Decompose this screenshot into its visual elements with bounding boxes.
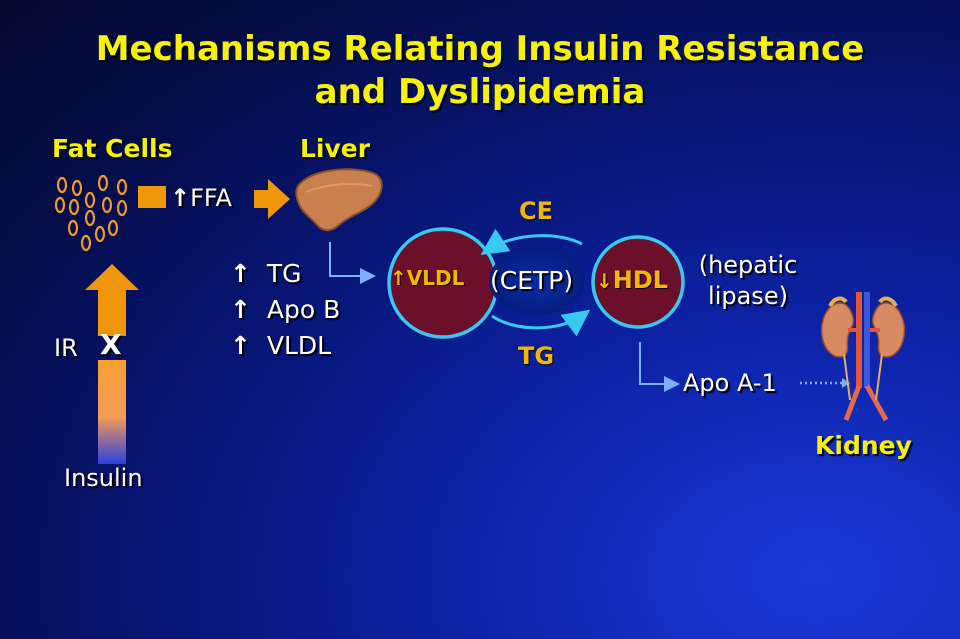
ffa-block bbox=[138, 186, 166, 208]
blocked-x-mark: X bbox=[100, 328, 122, 361]
liver-outputs-list: ↑ TG ↑ Apo B ↑ VLDL bbox=[230, 256, 340, 364]
up-arrow-icon: ↑ bbox=[230, 295, 251, 324]
cetp-ellipse bbox=[489, 247, 585, 315]
tg-arrow bbox=[491, 309, 591, 337]
list-item: ↑ Apo B bbox=[230, 295, 341, 324]
hdl-label: ↓HDL bbox=[596, 266, 669, 294]
cetp-label: (CETP) bbox=[490, 266, 574, 295]
up-arrow-icon: ↑ bbox=[390, 266, 407, 290]
hdl-to-apoa1-arrow bbox=[639, 342, 680, 392]
liver-to-vldl-arrow bbox=[329, 242, 376, 284]
hdl-particle bbox=[591, 235, 685, 329]
vldl-label: ↑VLDL bbox=[390, 266, 465, 290]
title-line-2: and Dyslipidemia bbox=[314, 72, 646, 112]
insulin-label: Insulin bbox=[64, 464, 143, 492]
up-arrow-icon: ↑ bbox=[230, 331, 251, 360]
down-arrow-icon: ↓ bbox=[596, 269, 613, 293]
tg-label: TG bbox=[518, 342, 555, 370]
liver-shape bbox=[295, 168, 383, 232]
list-item: ↑ TG bbox=[230, 259, 302, 288]
ce-arrow bbox=[480, 228, 583, 255]
apo-a1-label: Apo A-1 bbox=[683, 369, 777, 397]
fat-cells-label: Fat Cells bbox=[52, 134, 173, 163]
liver-label: Liver bbox=[300, 134, 371, 163]
ir-up-arrow bbox=[85, 264, 139, 336]
hepatic-lipase-label: (hepatic lipase) bbox=[698, 251, 798, 310]
page-title: Mechanisms Relating Insulin Resistance a… bbox=[0, 28, 960, 114]
ffa-text: FFA bbox=[190, 184, 232, 212]
up-arrow-icon: ↑ bbox=[170, 184, 191, 212]
kidney-illustration bbox=[820, 292, 906, 422]
insulin-bar bbox=[98, 360, 126, 464]
up-arrow-icon: ↑ bbox=[230, 259, 251, 288]
kidney-label: Kidney bbox=[815, 431, 912, 460]
ir-label: IR bbox=[54, 334, 78, 362]
title-line-1: Mechanisms Relating Insulin Resistance bbox=[95, 29, 865, 69]
list-item: ↑ VLDL bbox=[230, 331, 332, 360]
ce-label: CE bbox=[519, 197, 554, 225]
ffa-to-liver-arrow bbox=[254, 179, 290, 219]
ffa-label: ↑FFA bbox=[170, 184, 232, 212]
fat-cells-cluster bbox=[54, 174, 128, 252]
